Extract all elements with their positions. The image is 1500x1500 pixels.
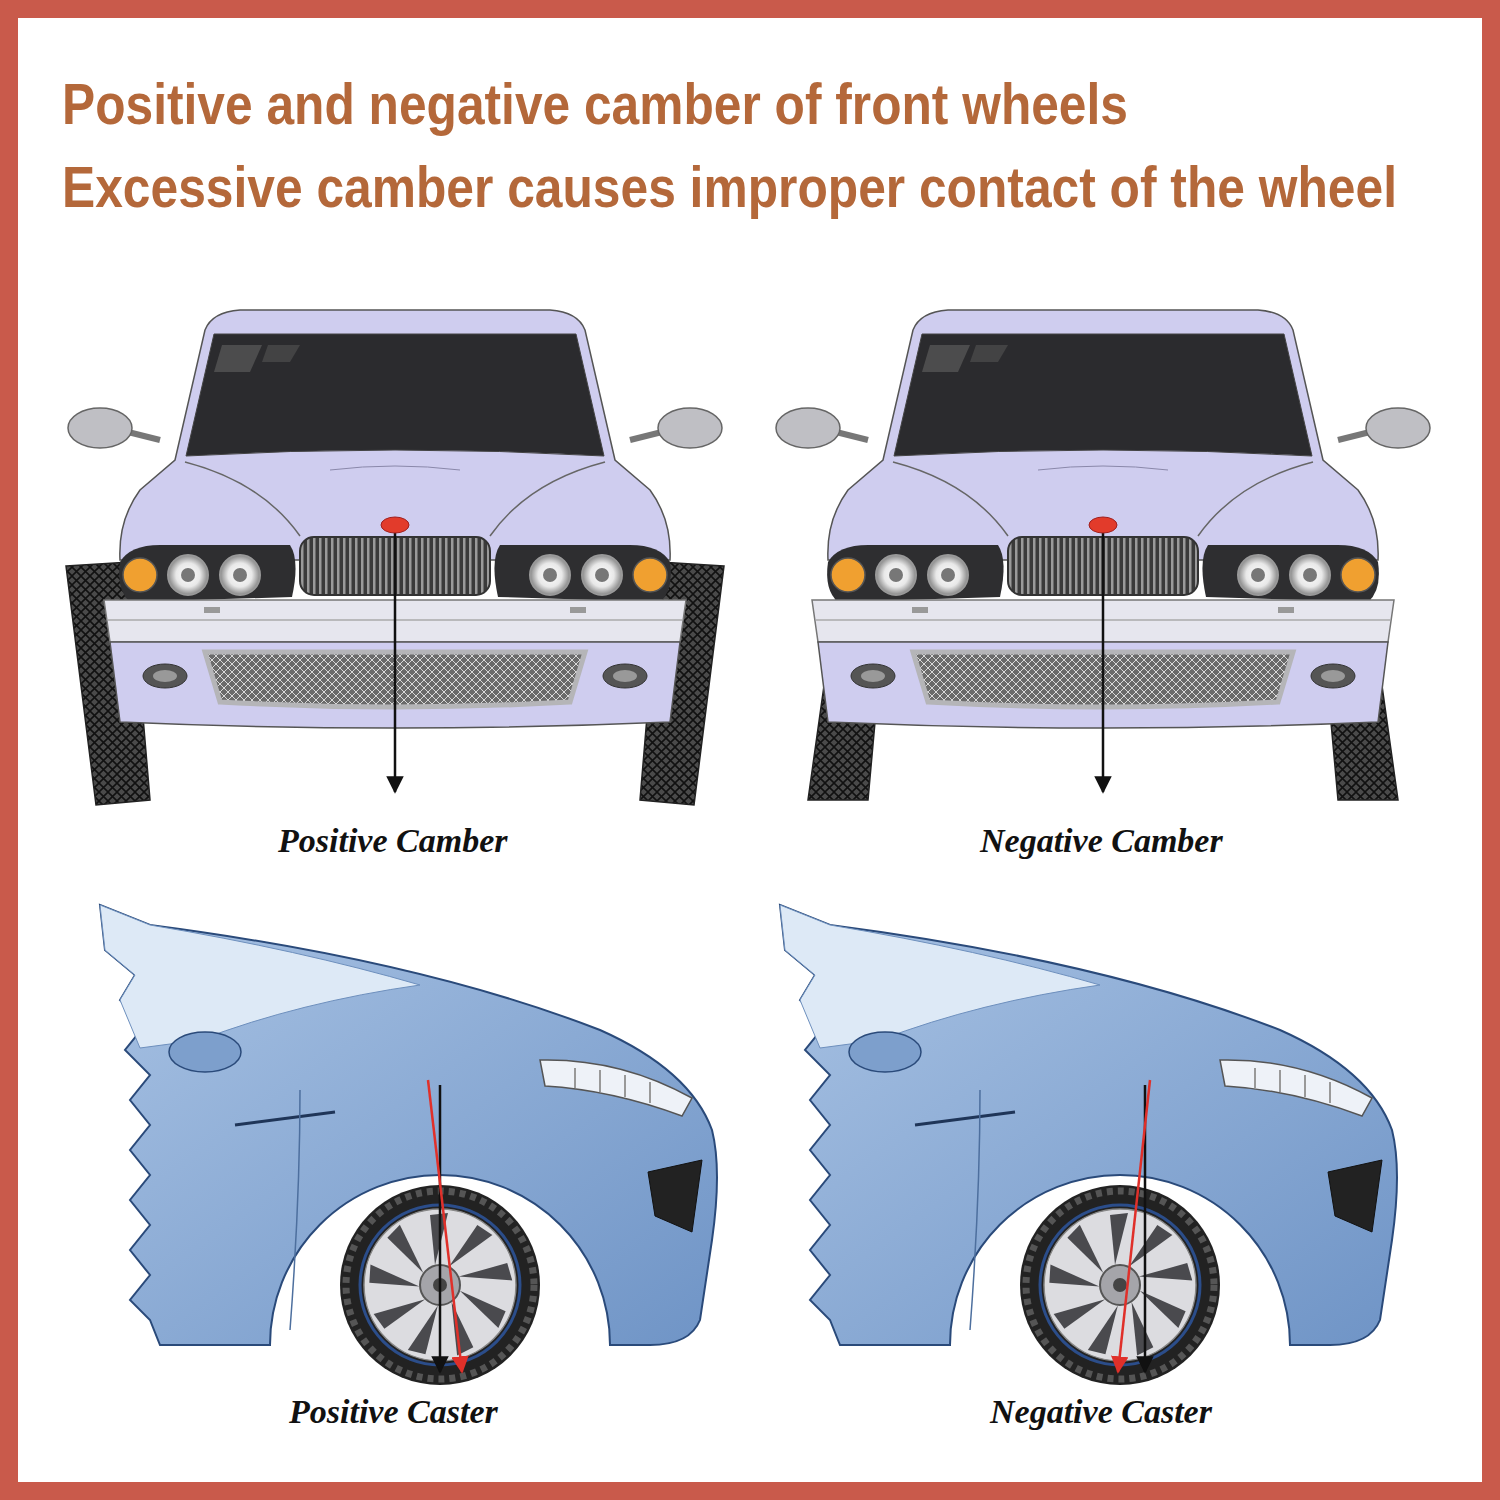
caption-label: Positive Caster [289,1392,498,1431]
positive-camber-car [68,310,722,792]
page-border [9,9,1491,1491]
caption-label: Negative Camber [980,821,1223,860]
positive-caster-arrows [428,1080,462,1372]
subtitle: Excessive camber causes improper contact… [62,158,1397,216]
positive-caster-arrows [428,1080,462,1372]
negative-caster-arrows [1118,1080,1150,1372]
negative-caster-arrows [1118,1080,1150,1372]
caption-label: Positive Camber [278,821,507,860]
title: Positive and negative camber of front wh… [62,75,1128,133]
positive-caster-fender [100,905,717,1385]
caption-label: Negative Caster [990,1392,1212,1431]
positive-caster-arrows [439,1085,442,1372]
negative-caster-fender [780,905,1397,1385]
negative-camber-car [776,310,1430,792]
